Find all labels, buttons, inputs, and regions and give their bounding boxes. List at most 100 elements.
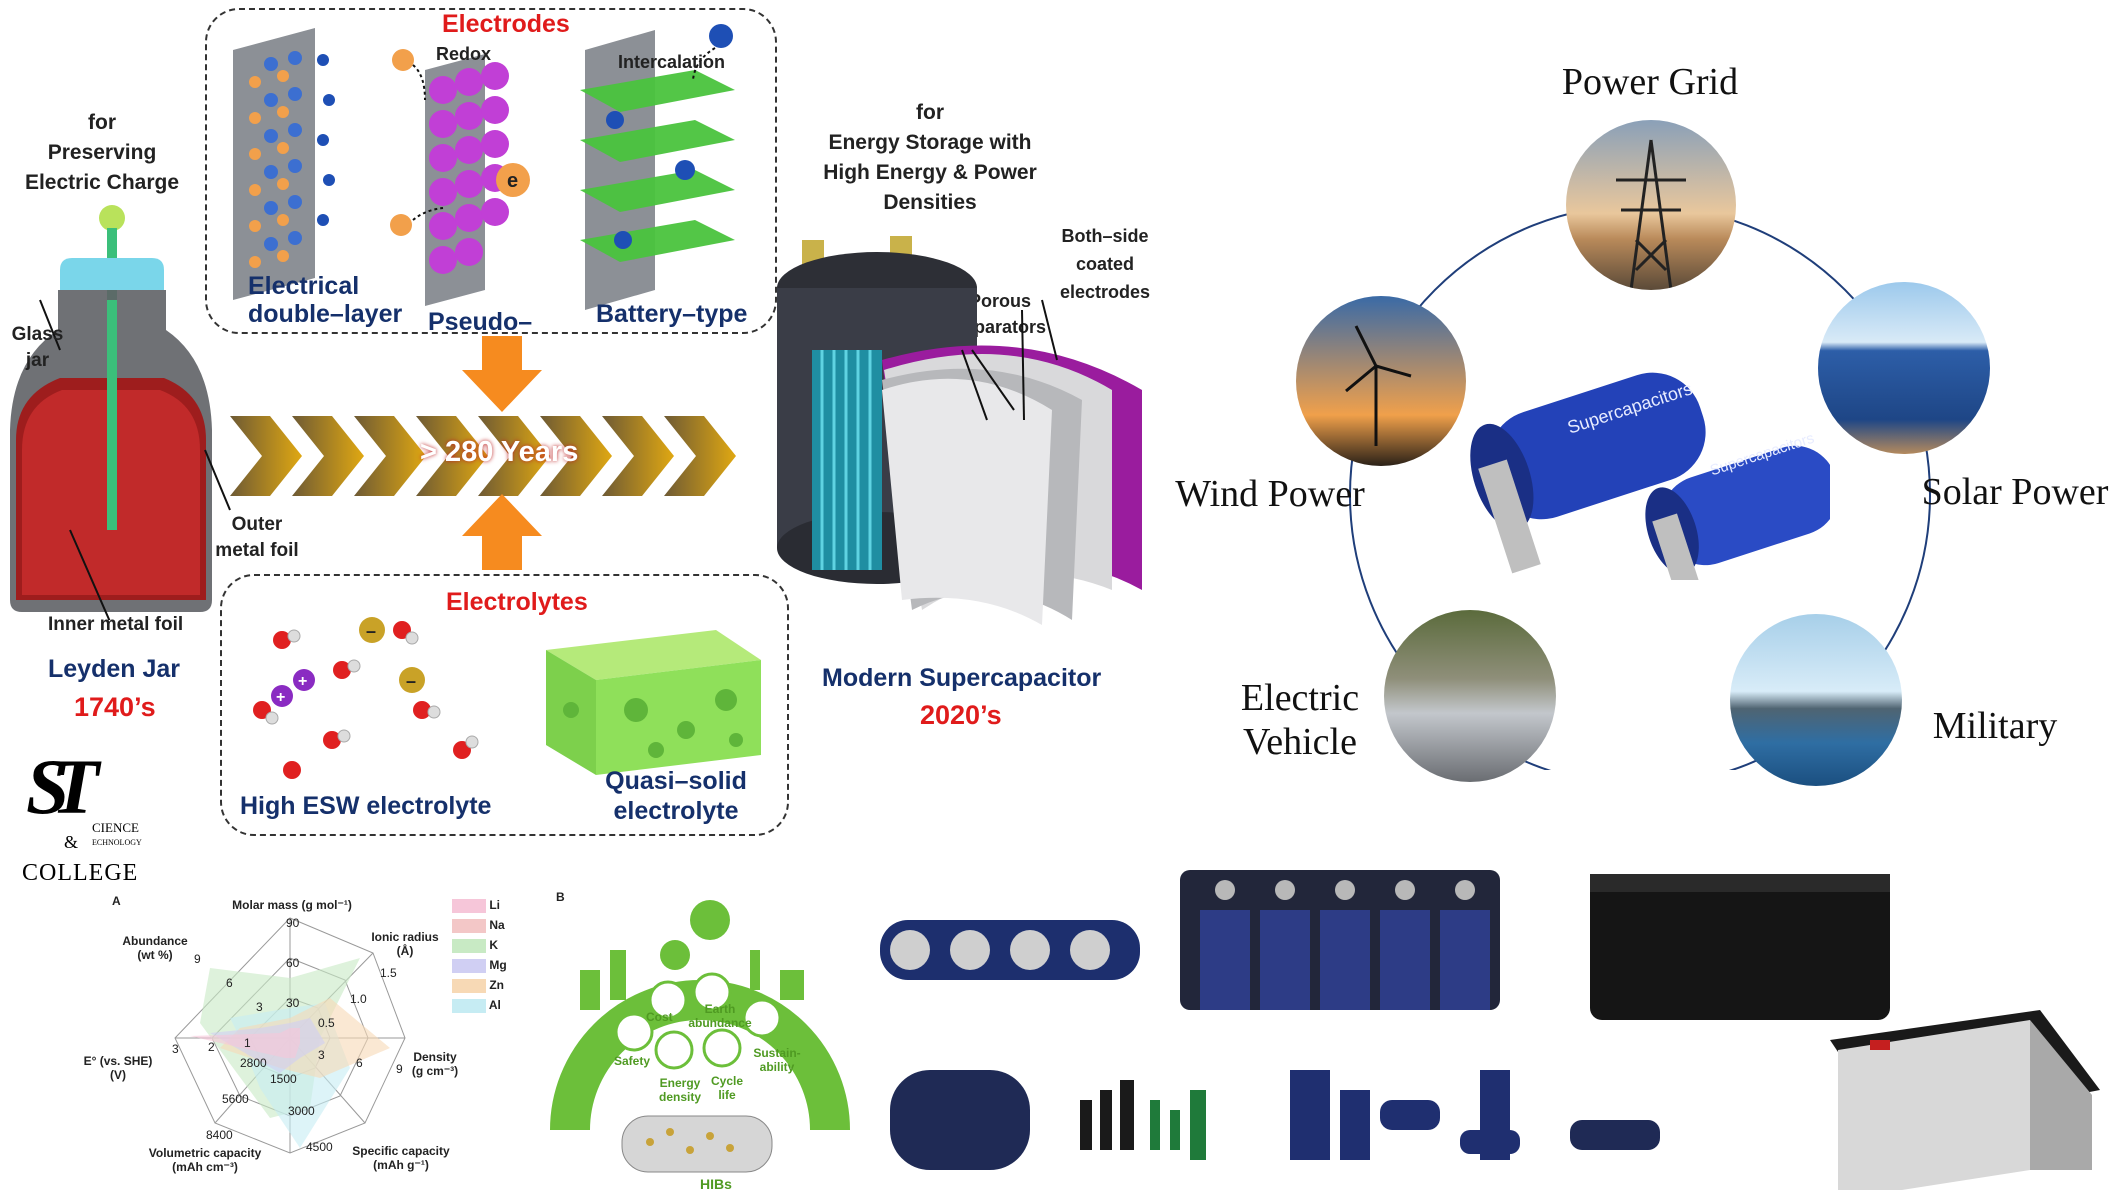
college-logo: ST CIENCE & ECHNOLOGY COLLEGE: [20, 742, 142, 892]
glass-jar-label: Glass jar: [11, 324, 64, 371]
svg-text:+: +: [276, 689, 285, 706]
solar-power-label: Solar Power: [1921, 471, 2109, 513]
timeline-label: > 280 Years: [420, 436, 579, 468]
tick-vol-1: 5600: [222, 1092, 249, 1106]
timeline-arrow: [230, 416, 736, 496]
tick-abund-1: 6: [226, 976, 233, 990]
solar-power-photo: [1818, 282, 1990, 454]
legend-item: K: [452, 938, 522, 958]
legend-item: Li: [452, 898, 522, 918]
outer-foil-label: Outer metal foil: [215, 514, 299, 561]
tick-abund-2: 3: [256, 1000, 263, 1014]
tick-density-0: 9: [396, 1062, 403, 1076]
wind-turbine-icon: [1345, 325, 1412, 446]
high-esw-label: High ESW electrolyte: [240, 792, 492, 820]
svg-text:+: +: [298, 673, 307, 690]
tick-e0-2: 1: [244, 1036, 251, 1050]
legend-item: Zn: [452, 978, 522, 998]
electrode-illustrations: e: [233, 24, 735, 310]
modern-supercap-year: 2020’s: [920, 700, 1002, 730]
arrow-up-icon: [462, 494, 542, 570]
arrow-down-icon: [462, 336, 542, 412]
radar-axis-ionic: Ionic radius(Å): [371, 930, 439, 958]
tick-molar-0: 90: [286, 916, 300, 930]
tick-ionic-0: 1.5: [380, 966, 397, 980]
hib-sustain: Sustain-ability: [753, 1046, 801, 1074]
logo-science: CIENCE: [92, 820, 139, 835]
power-grid-photo: [1566, 120, 1736, 290]
power-grid-label: Power Grid: [1561, 61, 1739, 103]
legend-item: Mg: [452, 958, 522, 978]
supercapacitor-cells: [1470, 372, 1830, 580]
wind-power-label: Wind Power: [1175, 473, 1365, 515]
logo-college: COLLEGE: [22, 860, 139, 886]
logo-monogram: ST: [26, 743, 99, 830]
electrodes-panel: [205, 8, 777, 334]
inner-foil-label: Inner metal foil: [48, 614, 184, 635]
legend-swatch: [452, 998, 486, 1013]
ev-label: Electric Vehicle: [1240, 677, 1360, 763]
power-tower-icon: [1616, 139, 1686, 290]
logo-amp: &: [64, 832, 79, 852]
intercalation-label: Intercalation: [618, 52, 726, 72]
radar-axis-specific: Specific capacity(mAh g⁻¹): [352, 1144, 450, 1172]
tick-spec-1: 3000: [288, 1104, 315, 1118]
hib-safety: Safety: [614, 1054, 651, 1068]
tick-e0-1: 2: [208, 1040, 215, 1054]
tick-ionic-1: 1.0: [350, 992, 367, 1006]
radar-chart: [174, 917, 406, 1154]
electrolytes-title: Electrolytes: [446, 588, 588, 616]
leyden-jar-year: 1740’s: [74, 692, 156, 722]
radar-axis-abundance: Abundance(wt %): [122, 934, 188, 962]
tick-density-2: 3: [318, 1048, 325, 1062]
edl-label: Electrical double–layer: [248, 272, 403, 328]
legend-swatch: [452, 898, 486, 913]
modern-supercap-name: Modern Supercapacitor: [822, 664, 1102, 692]
supercapacitor-cutaway: [777, 236, 1142, 625]
leyden-jar-name: Leyden Jar: [48, 655, 181, 683]
hib-panel-letter: B: [556, 890, 565, 904]
tick-spec-0: 4500: [306, 1140, 333, 1154]
supercap-modules-collage: [880, 870, 2100, 1190]
redox-label: Redox: [436, 44, 492, 64]
radar-legend: Li Na K Mg Zn Al: [452, 898, 522, 1018]
legend-swatch: [452, 958, 486, 973]
hib-label: HIBs: [700, 1176, 732, 1192]
wind-power-photo: [1296, 296, 1466, 466]
leyden-jar-illustration: [10, 205, 231, 620]
radar-axis-density: Density(g cm⁻³): [411, 1050, 459, 1078]
ev-photo: [1384, 610, 1556, 782]
electrolytes-panel: [220, 574, 789, 836]
leyden-caption: for Preserving Electric Charge: [24, 111, 180, 194]
military-photo: [1730, 614, 1902, 786]
legend-swatch: [452, 918, 486, 933]
tick-molar-2: 30: [286, 996, 300, 1010]
tick-density-1: 6: [356, 1056, 363, 1070]
legend-item: Na: [452, 918, 522, 938]
svg-text:–: –: [366, 621, 376, 641]
radar-axis-volumetric: Volumetric capacity(mAh cm⁻³): [148, 1146, 262, 1174]
both-side-label: Both–side coated electrodes: [1059, 226, 1151, 302]
hib-cost: Cost: [646, 1010, 673, 1024]
battery-type-label: Battery–type: [596, 300, 748, 328]
radar-axis-e0: E° (vs. SHE)(V): [83, 1054, 153, 1082]
svg-text:–: –: [406, 671, 416, 691]
modern-caption: for Energy Storage with High Energy & Po…: [823, 101, 1037, 214]
tick-spec-2: 1500: [270, 1072, 297, 1086]
tick-molar-1: 60: [286, 956, 300, 970]
quasi-solid-label: Quasi–solid electrolyte: [605, 767, 747, 825]
tick-abund-0: 9: [194, 952, 201, 966]
hib-eco-graphic: [550, 900, 850, 1173]
military-label: Military: [1932, 705, 2058, 747]
svg-text:e: e: [507, 170, 518, 192]
legend-swatch: [452, 978, 486, 993]
radar-axis-molar: Molar mass (g mol⁻¹): [232, 898, 352, 912]
pseudo-label: Pseudo–: [428, 308, 533, 336]
tick-vol-2: 2800: [240, 1056, 267, 1070]
tick-ionic-2: 0.5: [318, 1016, 335, 1030]
legend-swatch: [452, 938, 486, 953]
electrolyte-molecules: + – – +: [253, 617, 479, 779]
